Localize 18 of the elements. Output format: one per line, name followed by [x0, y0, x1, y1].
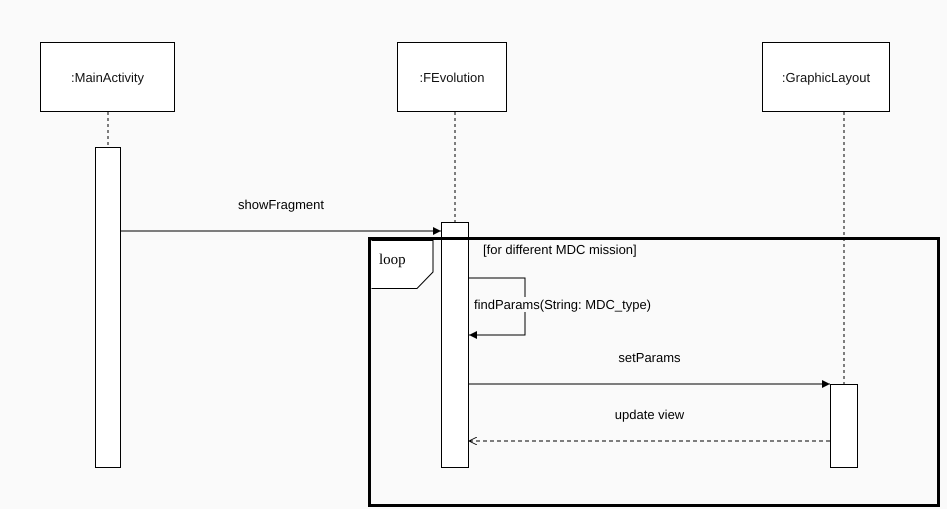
frame-operator: loop	[379, 252, 406, 269]
message-label: setParams	[616, 350, 683, 365]
activation-bar	[441, 222, 469, 468]
loop-frame	[368, 237, 940, 507]
activation-bar	[95, 147, 121, 468]
message-arrow	[120, 227, 442, 235]
message-label: findParams(String: MDC_type)	[472, 297, 653, 312]
guard-condition: [for different MDC mission]	[483, 242, 637, 257]
lifeline-header-box: :MainActivity	[40, 42, 175, 112]
return-arrow	[468, 436, 830, 446]
message-arrow	[468, 380, 830, 388]
message-label: showFragment	[236, 197, 326, 212]
message-label: update view	[612, 407, 686, 422]
self-message-arrow	[468, 278, 526, 339]
activation-bar	[830, 384, 858, 468]
lifeline	[454, 112, 456, 222]
lifeline-header-box: :GraphicLayout	[762, 42, 890, 112]
lifeline-header-box: :FEvolution	[397, 42, 507, 112]
